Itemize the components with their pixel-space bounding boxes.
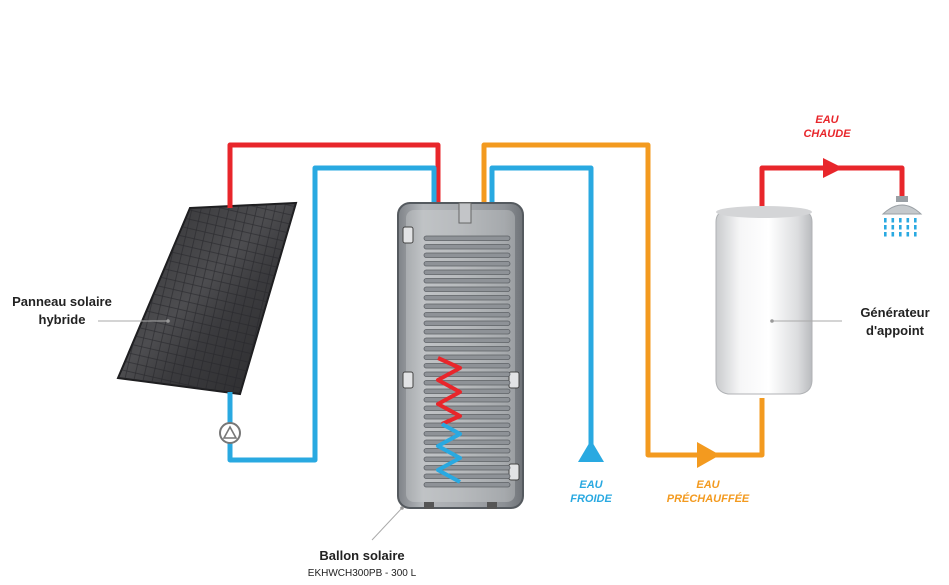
storage-tank-icon bbox=[397, 202, 524, 509]
preheated-label-line1: EAU bbox=[696, 479, 720, 491]
coil-turn bbox=[423, 388, 511, 394]
preheated-label-line2: PRÉCHAUFFÉE bbox=[667, 492, 750, 505]
coil-turn bbox=[423, 329, 511, 335]
coil-turn bbox=[423, 303, 511, 309]
preheated-water-arrow bbox=[697, 442, 720, 468]
coil-turn bbox=[423, 482, 511, 488]
coil-turn bbox=[423, 278, 511, 284]
coil-turn bbox=[423, 286, 511, 292]
coil-turn bbox=[423, 397, 511, 403]
water-drop bbox=[891, 232, 895, 237]
coil-turn bbox=[423, 422, 511, 428]
hot-coil-zigzag bbox=[436, 356, 462, 426]
coil-turn bbox=[423, 244, 511, 250]
coil-turn bbox=[423, 261, 511, 267]
tank-leader-line bbox=[371, 507, 403, 541]
water-drop bbox=[899, 225, 902, 230]
coil-turn bbox=[423, 439, 511, 445]
coil-turn bbox=[423, 320, 511, 326]
coil-turn bbox=[423, 363, 511, 369]
coil-turn bbox=[423, 295, 511, 301]
heater-icon bbox=[715, 206, 813, 395]
hot-water-arrow bbox=[823, 158, 843, 178]
water-drop bbox=[891, 225, 895, 230]
coil-turn bbox=[423, 346, 511, 352]
hot-water-label-line1: EAU bbox=[815, 114, 839, 126]
cold-water-label-line1: EAU bbox=[579, 479, 603, 491]
hot-water-pipe bbox=[759, 165, 905, 212]
coil-turn bbox=[423, 235, 511, 241]
water-drop bbox=[914, 232, 917, 237]
water-drop bbox=[906, 232, 910, 237]
preheated-water-pipe bbox=[481, 142, 765, 458]
coil-turn bbox=[423, 448, 511, 454]
panel-label-line1: Panneau solaire bbox=[12, 294, 112, 309]
coil-turn bbox=[423, 312, 511, 318]
coil-turn bbox=[423, 354, 511, 360]
water-drop bbox=[884, 232, 887, 237]
cold-coil-zigzag bbox=[436, 422, 462, 484]
generator-label-line1: Générateur bbox=[860, 305, 929, 320]
coil-turn bbox=[423, 414, 511, 420]
water-drop bbox=[884, 218, 887, 223]
coil-turn bbox=[423, 252, 511, 258]
generator-label-line2: d'appoint bbox=[866, 323, 925, 338]
water-drop bbox=[914, 225, 917, 230]
pump-icon bbox=[219, 422, 241, 444]
solar-panel-icon bbox=[116, 201, 298, 396]
water-drop bbox=[914, 218, 917, 223]
coil-turn bbox=[423, 269, 511, 275]
water-drop bbox=[906, 218, 910, 223]
tank-title: Ballon solaire bbox=[319, 548, 404, 563]
water-drop bbox=[884, 225, 887, 230]
panel-label-line2: hybride bbox=[39, 312, 86, 327]
coil-turn bbox=[423, 405, 511, 411]
water-drop bbox=[899, 218, 902, 223]
cold-water-label-line2: FROIDE bbox=[570, 493, 612, 505]
shower-icon bbox=[881, 196, 923, 237]
water-drop bbox=[899, 232, 902, 237]
tank-model: EKHWCH300PB - 300 L bbox=[308, 568, 417, 579]
coil-turn bbox=[423, 456, 511, 462]
cold-water-arrow bbox=[578, 440, 604, 462]
coil-turn bbox=[423, 371, 511, 377]
coil-turn bbox=[423, 473, 511, 479]
coil-turn bbox=[423, 431, 511, 437]
coil-turn bbox=[423, 337, 511, 343]
water-drop bbox=[906, 225, 910, 230]
water-drop bbox=[891, 218, 895, 223]
hot-water-label-line2: CHAUDE bbox=[803, 128, 851, 140]
